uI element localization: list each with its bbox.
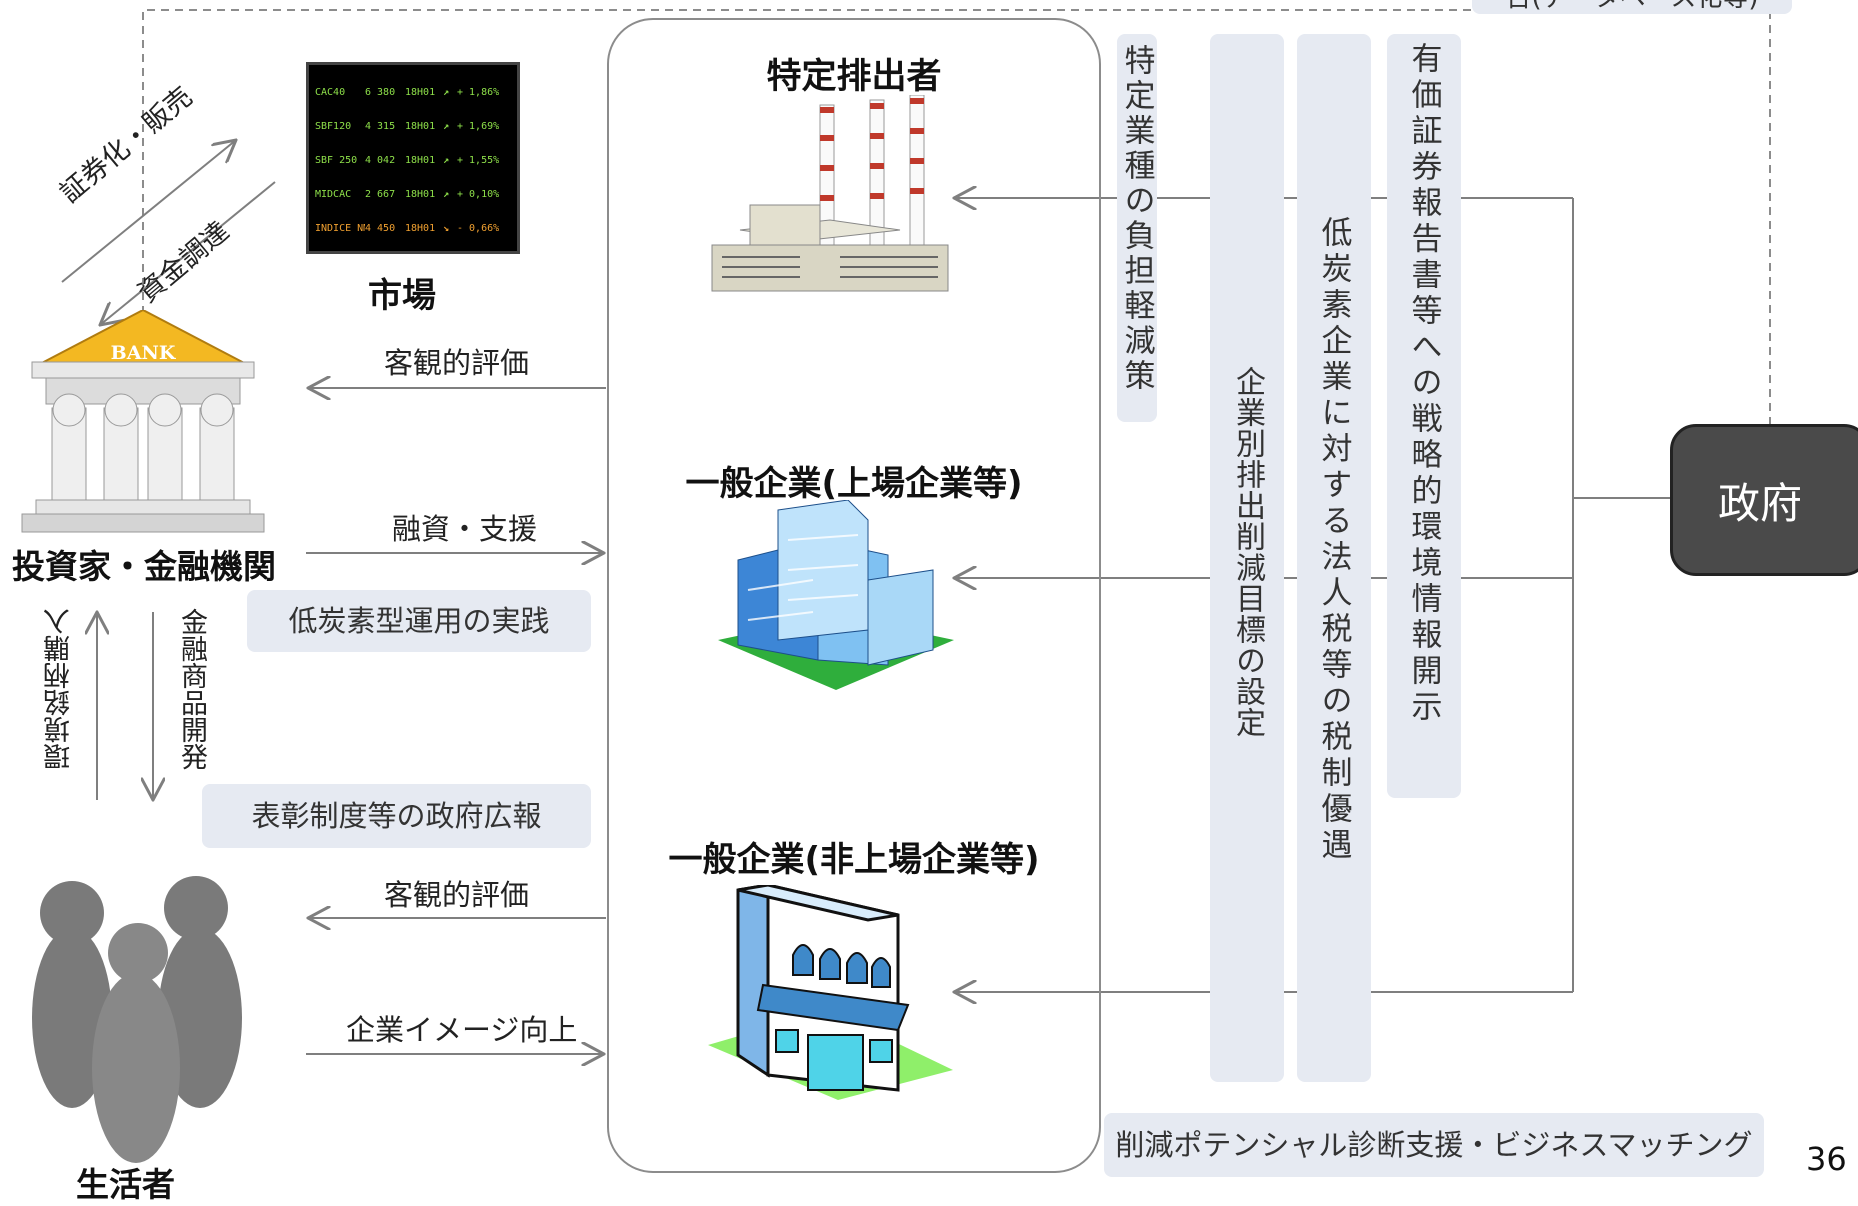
top-note-text: 告(データベース化等) <box>1506 0 1759 13</box>
ticker-change: + 1,55% <box>457 154 500 166</box>
ticker-time: 18H01 <box>405 222 436 234</box>
burden-reduction-tag: 特定業種の負担軽減策 <box>1117 34 1157 422</box>
tax-incentive-tag: 低炭素企業に対する法人税等の税制優遇 <box>1297 34 1371 1082</box>
investors-label: 投資家・金融機関 <box>12 547 276 586</box>
gov-bus-line <box>1572 198 1670 992</box>
ticker-time: 18H01 <box>405 188 436 200</box>
ticker-time: 18H01 <box>405 86 436 98</box>
ticker-change: + 0,10% <box>457 188 500 200</box>
consumers-icon <box>32 876 242 1163</box>
eval-bottom-label: 客観的評価 <box>384 878 530 912</box>
ticker-value: 6 380 <box>365 86 396 98</box>
top-note-tag: 告(データベース化等) <box>1472 0 1792 14</box>
arrow-down-icon: ↘ <box>443 222 450 234</box>
arrow-up-icon: ↗ <box>443 154 450 166</box>
loan-label: 融資・支援 <box>392 512 538 546</box>
government-pr-tag: 表彰制度等の政府広報 <box>202 784 591 848</box>
ticker-rows: CAC40 6 380 18H01 ↗ + 1,86% SBF120 4 315 18H01 ↗… <box>315 75 511 245</box>
unlisted-title: 一般企業(非上場企業等) <box>668 840 1040 880</box>
ticker-name: INDICE NM <box>315 222 365 234</box>
ticker-row: MIDCAC 2 667 18H01 ↗ + 0,10% <box>315 177 511 211</box>
bank-icon: BANK <box>21 310 265 533</box>
government-label: 政府 <box>1717 478 1802 528</box>
arrow-up-icon: ↗ <box>443 120 450 132</box>
shop-icon <box>708 885 953 1100</box>
ticker-value: 2 667 <box>365 188 396 200</box>
ticker-name: CAC40 <box>315 86 346 98</box>
arrow-up-icon: ↗ <box>443 188 450 200</box>
ticker-value: 4 450 <box>365 222 396 234</box>
government-pr-text: 表彰制度等の政府広報 <box>251 799 542 833</box>
funding-arrow <box>100 181 276 325</box>
arrow-up-icon: ↗ <box>443 86 450 98</box>
office-building-icon <box>718 500 954 690</box>
tokutei-title: 特定排出者 <box>766 57 942 97</box>
consumers-label: 生活者 <box>76 1165 175 1204</box>
ticker-name: SBF120 <box>315 120 352 132</box>
burden-reduction-text: 特定業種の負担軽減策 <box>1118 44 1155 394</box>
reduction-target-tag: 企業別排出削減目標の設定 <box>1210 34 1284 1082</box>
listed-title: 一般企業(上場企業等) <box>685 464 1023 504</box>
ticker-change: - 0,66% <box>457 222 500 234</box>
ticker-value: 4 042 <box>365 154 396 166</box>
ticker-name: SBF 250 <box>315 154 358 166</box>
tax-incentive-text: 低炭素企業に対する法人税等の税制優遇 <box>1315 216 1352 864</box>
companies-container <box>607 18 1101 1173</box>
product-dev-label: 金融商品開発 <box>176 608 207 770</box>
dashed-feedback-line <box>142 9 1771 425</box>
reduction-target-text: 企業別排出削減目標の設定 <box>1230 366 1265 738</box>
market-label: 市場 <box>368 276 436 316</box>
bank-sign-text: BANK <box>111 342 177 364</box>
image-label: 企業イメージ向上 <box>346 1013 578 1047</box>
disclosure-tag: 有価証券報告書等への戦略的環境情報開示 <box>1387 34 1461 798</box>
matching-text: 削減ポテンシャル診断支援・ビジネスマッチング <box>1115 1128 1753 1162</box>
disclosure-text: 有価証券報告書等への戦略的環境情報開示 <box>1405 42 1442 726</box>
ticker-row: SBF 250 4 042 18H01 ↗ + 1,55% <box>315 143 511 177</box>
eco-purchase-label: 環境銘柄購入 <box>44 608 75 770</box>
ticker-row: SBF120 4 315 18H01 ↗ + 1,69% <box>315 109 511 143</box>
ticker-row: CAC40 6 380 18H01 ↗ + 1,86% <box>315 75 511 109</box>
matching-tag: 削減ポテンシャル診断支援・ビジネスマッチング <box>1104 1113 1764 1177</box>
ticker-name: MIDCAC <box>315 188 352 200</box>
ticker-change: + 1,69% <box>457 120 500 132</box>
market-ticker-board: CAC40 6 380 18H01 ↗ + 1,86% SBF120 4 315 18H01 ↗… <box>306 62 520 254</box>
low-carbon-ops-tag: 低炭素型運用の実践 <box>247 590 591 652</box>
page-number: 36 <box>1806 1140 1847 1178</box>
low-carbon-ops-text: 低炭素型運用の実践 <box>288 604 550 638</box>
ticker-time: 18H01 <box>405 154 436 166</box>
securitize-arrow <box>61 140 236 283</box>
factory-icon <box>711 95 949 292</box>
eval-top-label: 客観的評価 <box>384 346 530 380</box>
ticker-change: + 1,86% <box>457 86 500 98</box>
ticker-time: 18H01 <box>405 120 436 132</box>
ticker-value: 4 315 <box>365 120 396 132</box>
government-box: 政府 <box>1670 424 1858 576</box>
